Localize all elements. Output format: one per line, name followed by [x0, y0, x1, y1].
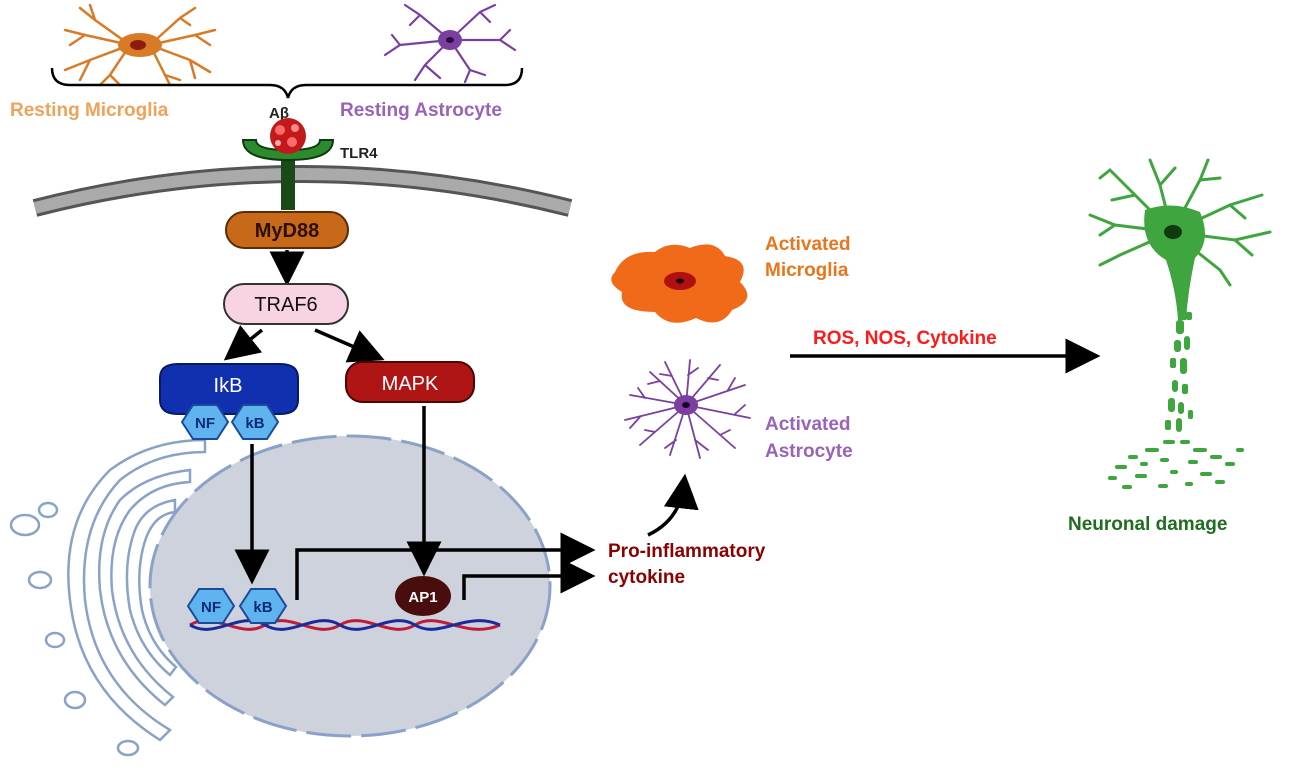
pro-inflammatory-label-line1: Pro-inflammatory — [608, 541, 766, 562]
mapk-label: MAPK — [382, 373, 439, 395]
ros-nos-cytokine-label: ROS, NOS, Cytokine — [813, 328, 997, 349]
nf-hexagon-nucleus — [186, 588, 236, 624]
ap1-node — [395, 576, 451, 616]
ikb-node — [159, 363, 299, 415]
arrow-nfkb-cytokine — [295, 532, 596, 600]
myd88-label: MyD88 — [255, 220, 319, 242]
activated-astrocyte-label-line2: Astrocyte — [765, 441, 853, 462]
activated-astrocyte-icon — [624, 359, 751, 459]
arrow-ap1-cytokine — [462, 558, 596, 600]
kb-hexagon-nucleus — [238, 588, 288, 624]
traf6-label: TRAF6 — [254, 294, 317, 316]
resting-astrocyte-icon — [383, 3, 517, 84]
endoplasmic-reticulum-icon — [9, 438, 207, 757]
arrow-traf6-ikb — [223, 325, 264, 361]
resting-microglia-label: Resting Microglia — [10, 100, 169, 121]
resting-astrocyte-label: Resting Astrocyte — [340, 100, 502, 121]
tlr4-label: TLR4 — [340, 145, 378, 162]
top-bracket — [50, 67, 524, 99]
arrow-cytokine-activation — [647, 473, 699, 537]
dna-strand-icon — [189, 619, 501, 631]
ikb-label: IkB — [214, 375, 243, 397]
myd88-node — [225, 211, 349, 249]
kb-hexagon-cytoplasm — [230, 404, 280, 440]
damaged-neuron-icon — [1088, 158, 1272, 489]
activated-microglia-label-line1: Activated — [765, 234, 851, 255]
kb-label-nucleus: kB — [253, 599, 272, 616]
nf-label-cytoplasm: NF — [195, 415, 215, 432]
traf6-node — [223, 283, 349, 325]
ap1-label: AP1 — [408, 589, 437, 606]
mapk-node — [345, 361, 475, 403]
activated-microglia-label-line2: Microglia — [765, 260, 849, 281]
nf-hexagon-cytoplasm — [180, 404, 230, 440]
nf-label-nucleus: NF — [201, 599, 221, 616]
resting-microglia-icon — [63, 3, 217, 87]
arrow-traf6-mapk — [314, 328, 385, 363]
neuronal-damage-label: Neuronal damage — [1068, 514, 1227, 535]
activated-astrocyte-label-line1: Activated — [765, 414, 851, 435]
kb-label-cytoplasm: kB — [245, 415, 264, 432]
abeta-aggregate-icon — [270, 118, 306, 154]
nucleus — [148, 434, 552, 738]
abeta-label: Aβ — [269, 105, 289, 122]
activated-microglia-icon — [611, 244, 748, 323]
pro-inflammatory-label-line2: cytokine — [608, 567, 685, 588]
